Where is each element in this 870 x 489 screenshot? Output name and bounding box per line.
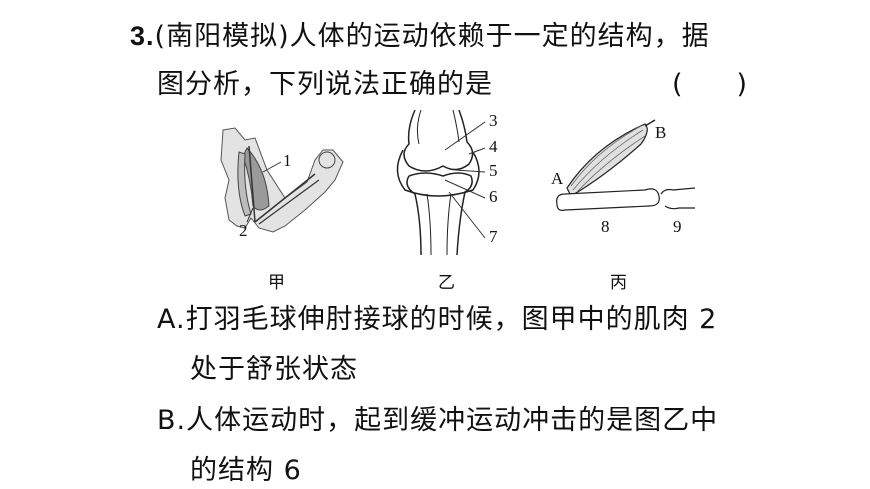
figure-yi-joint: 3 4 5 6 7 xyxy=(396,110,498,255)
option-b-line-2: 的结构 6 xyxy=(190,448,302,487)
option-b-text: B.人体运动时，起到缓冲运动冲击的是图乙中 xyxy=(157,405,719,436)
upper-bone xyxy=(403,110,474,172)
biceps-muscle xyxy=(242,147,270,211)
question-stem-1: 人体的运动依赖于一定的结构，据 xyxy=(289,21,710,52)
articular-capsule xyxy=(396,149,480,197)
lower-bone xyxy=(406,172,473,255)
question-line-2: 图分析，下列说法正确的是 xyxy=(157,62,493,101)
label-3: 3 xyxy=(489,111,498,130)
triceps-muscle xyxy=(237,151,252,217)
question-source: (南阳模拟) xyxy=(154,21,290,52)
caption-jia: 甲 xyxy=(268,273,285,293)
label-B: B xyxy=(655,123,666,142)
label-A: A xyxy=(551,169,564,188)
label-9: 9 xyxy=(673,217,682,235)
question-stem-2: 图分析，下列说法正确的是 xyxy=(157,69,493,100)
option-a-text: A.打羽毛球伸肘接球的时候，图甲中的肌肉 2 xyxy=(157,304,718,335)
label-2: 2 xyxy=(239,221,248,240)
question-number: 3. xyxy=(130,21,155,51)
question-line-1: 3.(南阳模拟)人体的运动依赖于一定的结构，据 xyxy=(130,14,710,53)
option-a-line-2: 处于舒张状态 xyxy=(190,347,358,386)
answer-bracket[interactable]: ( ) xyxy=(672,69,748,100)
skeletal-muscle xyxy=(566,123,648,197)
label-8: 8 xyxy=(601,217,610,235)
figure-bing-muscle: B A 8 9 xyxy=(551,119,695,235)
option-b-text-cont: 的结构 6 xyxy=(190,455,302,486)
bone-9 xyxy=(660,187,695,210)
option-a-text-cont: 处于舒张状态 xyxy=(190,354,358,385)
caption-yi: 乙 xyxy=(438,273,455,293)
bone-8 xyxy=(556,188,660,211)
label-7: 7 xyxy=(489,227,498,246)
figure-jia-arm: 1 2 xyxy=(220,127,344,240)
option-b-line-1[interactable]: B.人体运动时，起到缓冲运动冲击的是图乙中 xyxy=(157,398,718,437)
label-5: 5 xyxy=(489,161,498,180)
caption-bing: 丙 xyxy=(610,273,627,293)
label-6: 6 xyxy=(489,187,498,206)
label-1: 1 xyxy=(283,151,292,170)
option-a-line-1[interactable]: A.打羽毛球伸肘接球的时候，图甲中的肌肉 2 xyxy=(157,297,717,336)
label-4: 4 xyxy=(489,137,498,156)
